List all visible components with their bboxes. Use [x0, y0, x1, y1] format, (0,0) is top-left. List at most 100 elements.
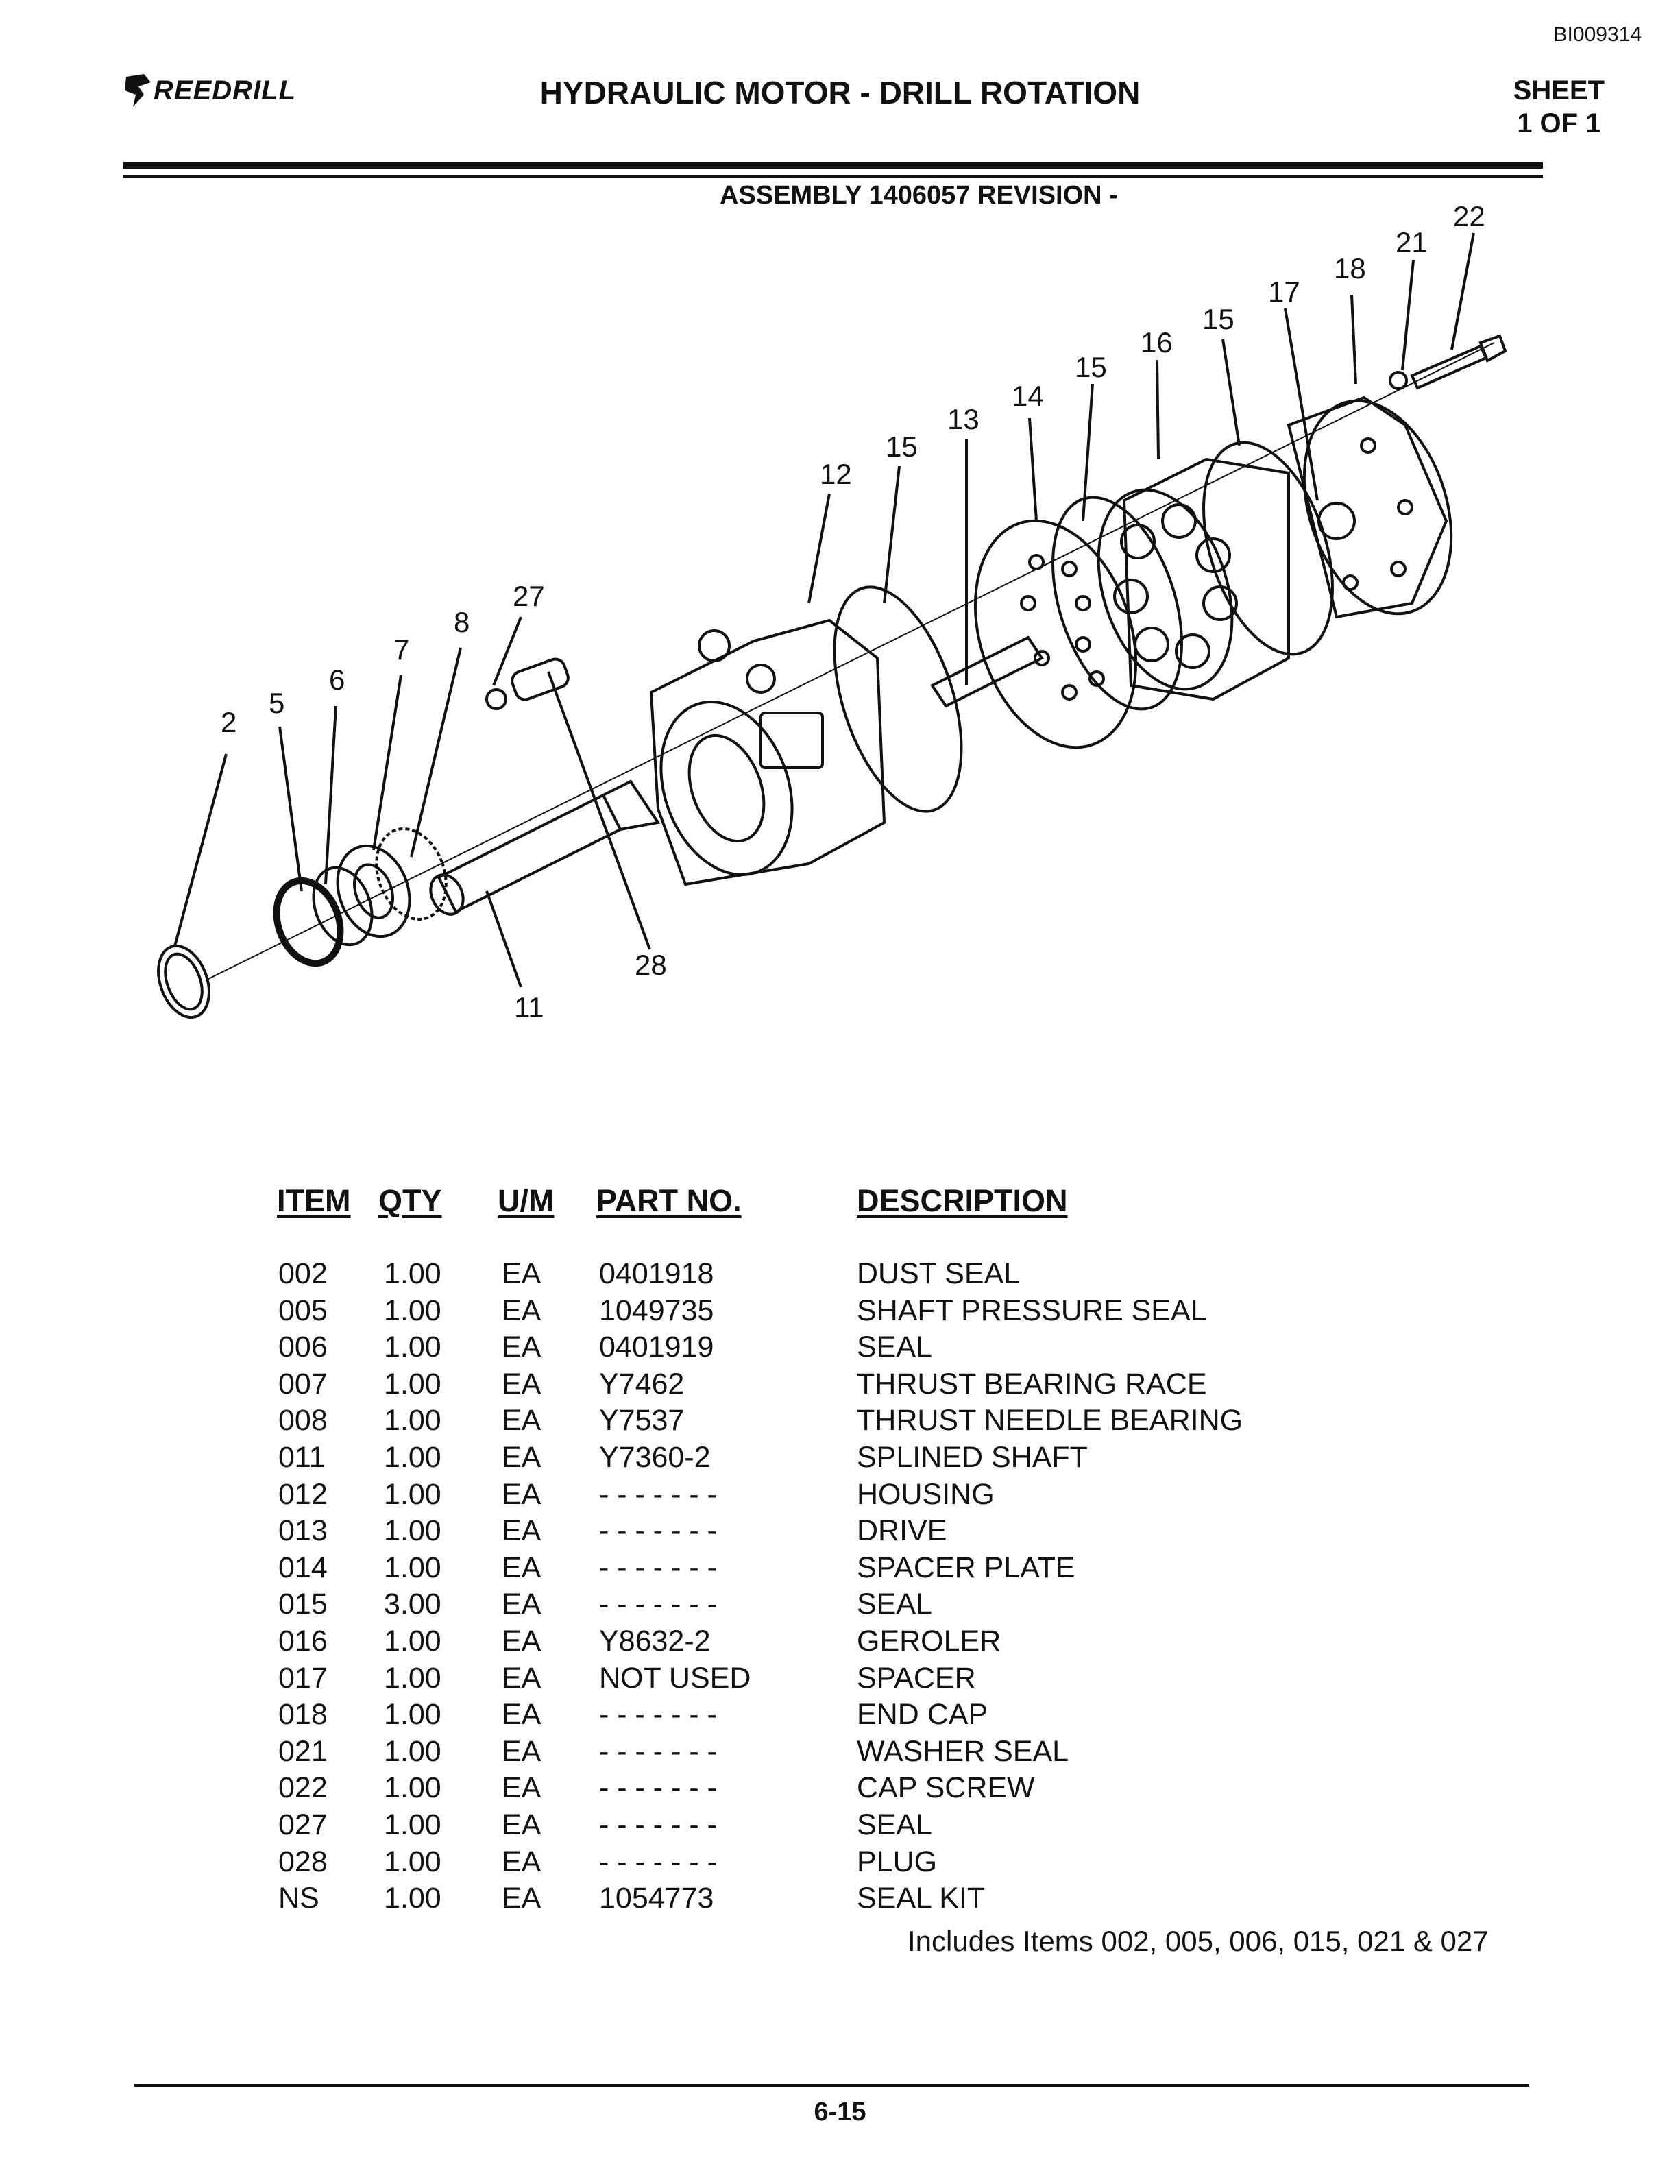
cell-part-no: 1054773 [599, 1882, 714, 1915]
callout-18: 18 [1334, 252, 1366, 284]
drill-bit-logo-icon [125, 74, 151, 107]
callout-7: 7 [393, 633, 409, 666]
callout-15c: 15 [1202, 303, 1234, 335]
assembly-axis [205, 342, 1495, 981]
cell-part-no: - - - - - - - [599, 1477, 717, 1511]
cell-um: EA [502, 1808, 541, 1841]
cell-description: SHAFT PRESSURE SEAL [857, 1294, 1207, 1327]
cell-part-no: - - - - - - - [599, 1698, 717, 1732]
cell-part-no: - - - - - - - [599, 1551, 717, 1584]
leader-line [410, 647, 462, 858]
cell-um: EA [502, 1845, 541, 1878]
cell-item: 016 [278, 1624, 328, 1658]
leader-line [324, 705, 337, 885]
cell-um: EA [502, 1514, 541, 1548]
thrust-needle-bearing [375, 827, 448, 921]
cell-item: 017 [278, 1661, 328, 1695]
leader-line [372, 675, 402, 851]
column-header-qty: QTY [378, 1183, 442, 1218]
callout-5: 5 [269, 687, 284, 719]
cell-um: EA [502, 1477, 541, 1511]
cell-qty: 1.00 [384, 1514, 441, 1548]
cell-um: EA [502, 1331, 541, 1364]
cell-qty: 1.00 [384, 1257, 441, 1290]
spacer [1317, 502, 1356, 540]
sheet-number: SHEET 1 OF 1 [1513, 74, 1605, 140]
callout-15b: 15 [1075, 351, 1107, 383]
column-header-um: U/M [498, 1183, 555, 1218]
cell-item: 022 [278, 1771, 328, 1805]
cell-qty: 1.00 [384, 1367, 441, 1400]
footer-rule [134, 2084, 1529, 2087]
sheet-label: SHEET [1513, 75, 1605, 106]
cell-part-no: 0401918 [599, 1257, 714, 1290]
cell-description: SPACER [857, 1661, 976, 1695]
cell-part-no: 0401919 [599, 1331, 714, 1364]
cell-um: EA [502, 1771, 541, 1805]
geroler [1122, 457, 1290, 701]
callout-27: 27 [513, 580, 545, 612]
page-title: HYDRAULIC MOTOR - DRILL ROTATION [539, 75, 1141, 110]
housing-seal [833, 585, 963, 813]
washer-seal [1389, 371, 1408, 390]
cell-qty: 3.00 [384, 1588, 441, 1621]
cell-qty: 1.00 [384, 1845, 441, 1878]
column-header-item: ITEM [277, 1183, 351, 1218]
callout-6: 6 [329, 664, 345, 696]
leader-line [1401, 260, 1415, 371]
cell-qty: 1.00 [384, 1734, 441, 1768]
cell-item: 013 [278, 1514, 328, 1548]
cell-um: EA [502, 1440, 541, 1474]
seal-kit-note: Includes Items 002, 005, 006, 015, 021 &… [908, 1925, 1489, 1957]
cell-item: 018 [278, 1698, 328, 1732]
cell-description: SEAL [857, 1331, 932, 1364]
cell-part-no: NOT USED [599, 1661, 751, 1695]
callout-22: 22 [1453, 200, 1485, 232]
cell-description: CAP SCREW [857, 1771, 1035, 1805]
cell-qty: 1.00 [384, 1698, 441, 1732]
leader-line [883, 465, 901, 604]
cell-um: EA [502, 1734, 541, 1768]
cell-part-no: Y7537 [599, 1404, 685, 1437]
cell-description: PLUG [857, 1845, 938, 1878]
leader-line [1221, 339, 1241, 446]
cell-description: SEAL [857, 1588, 932, 1621]
drive-shaft [930, 635, 1044, 708]
dust-seal [157, 944, 210, 1019]
cell-part-no: Y7462 [599, 1367, 685, 1400]
cell-part-no: 1049735 [599, 1294, 714, 1327]
assembly-number: ASSEMBLY 1406057 REVISION - [720, 181, 1118, 210]
cell-item: 006 [278, 1331, 328, 1364]
cell-description: DUST SEAL [857, 1257, 1021, 1290]
cell-part-no: Y8632-2 [599, 1624, 711, 1658]
cell-qty: 1.00 [384, 1404, 441, 1437]
cell-description: DRIVE [857, 1514, 947, 1548]
cell-part-no: - - - - - - - [599, 1734, 717, 1768]
cell-part-no: - - - - - - - [599, 1808, 717, 1841]
leader-line [1350, 294, 1357, 385]
leader-line [485, 890, 522, 988]
cell-qty: 1.00 [384, 1624, 441, 1658]
seal [312, 866, 374, 947]
callout-15a: 15 [886, 430, 918, 463]
port-plug [511, 657, 570, 701]
callout-21: 21 [1396, 226, 1428, 258]
geroler-seal [1202, 441, 1334, 656]
port-seal [485, 688, 507, 710]
cell-part-no: - - - - - - - [599, 1771, 717, 1805]
spacer-seal [1051, 496, 1183, 711]
cell-um: EA [502, 1367, 541, 1400]
cell-description: HOUSING [857, 1477, 995, 1511]
cell-part-no: - - - - - - - [599, 1845, 717, 1878]
logo-text: REEDRILL [154, 75, 296, 106]
cell-um: EA [502, 1882, 541, 1915]
header-rule-thin [123, 175, 1543, 178]
cell-um: EA [502, 1257, 541, 1290]
cell-description: GEROLER [857, 1624, 1001, 1658]
cell-item: 007 [278, 1367, 328, 1400]
leader-line [1082, 383, 1094, 522]
cell-part-no: - - - - - - - [599, 1588, 717, 1621]
callout-14: 14 [1012, 380, 1044, 412]
cell-um: EA [502, 1404, 541, 1437]
company-logo: REEDRILL [123, 71, 296, 110]
